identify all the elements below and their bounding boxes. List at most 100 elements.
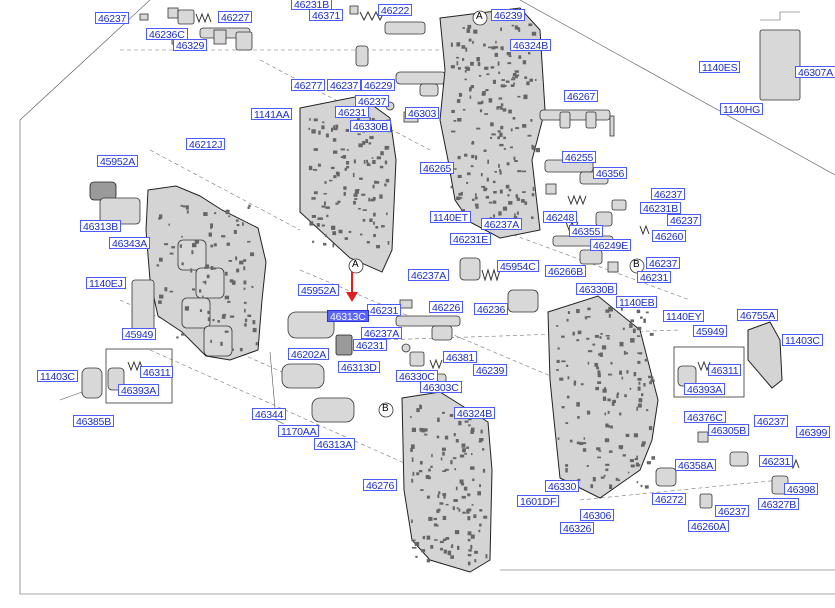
part-label[interactable]: 46327B [758, 498, 800, 511]
part-label[interactable]: 46344 [252, 408, 287, 421]
parts-right [655, 11, 801, 509]
part-label[interactable]: 11403C [37, 370, 78, 383]
part-label[interactable]: 46231 [637, 271, 672, 284]
part-label[interactable]: 11403C [782, 334, 823, 347]
part-label[interactable]: 46306 [580, 509, 615, 522]
part-label[interactable]: 46305B [708, 424, 750, 437]
part-label[interactable]: 46266B [545, 265, 587, 278]
part-label[interactable]: 46229 [361, 79, 396, 92]
part-label[interactable]: 46355 [569, 225, 604, 238]
callout-letter-b-right: B [633, 259, 640, 270]
valve-body-upper [439, 7, 546, 239]
separator-plate-upper [299, 95, 397, 273]
part-label[interactable]: 46212J [186, 138, 226, 151]
part-label[interactable]: 46248 [543, 211, 578, 224]
part-label[interactable]: 46267 [564, 90, 599, 103]
part-label[interactable]: 46326 [560, 522, 595, 535]
part-label[interactable]: 46311 [140, 366, 174, 379]
part-label[interactable]: 46276 [363, 479, 398, 492]
part-label[interactable]: 45949 [693, 325, 728, 338]
part-label[interactable]: 46358A [675, 459, 717, 472]
part-label[interactable]: 46226 [429, 301, 464, 314]
part-label[interactable]: 45952A [298, 284, 340, 297]
part-label[interactable]: 46303C [420, 381, 462, 394]
red-arrow-icon [346, 272, 358, 302]
part-label[interactable]: 46324B [510, 39, 552, 52]
part-label[interactable]: 46231 [759, 455, 794, 468]
part-label[interactable]: 1170AA [278, 425, 320, 438]
part-label[interactable]: 46239 [473, 364, 508, 377]
part-label[interactable]: 46277 [291, 79, 326, 92]
part-label[interactable]: 46303 [405, 107, 440, 120]
part-label-highlighted[interactable]: 46313C [327, 310, 369, 323]
part-label[interactable]: 46330B [576, 283, 618, 296]
part-label[interactable]: 46393A [118, 384, 160, 397]
part-label[interactable]: 46755A [737, 309, 779, 322]
part-label[interactable]: 46399 [796, 426, 831, 439]
part-label[interactable]: 46237 [355, 95, 390, 108]
part-label[interactable]: 46239 [491, 9, 526, 22]
part-label[interactable]: 46324B [454, 407, 496, 420]
part-label[interactable]: 46330C [396, 370, 438, 383]
part-label[interactable]: 1601DF [517, 495, 560, 508]
part-label[interactable]: 1140ET [430, 211, 471, 224]
part-label[interactable]: 46231 [367, 304, 402, 317]
part-label[interactable]: 46313B [80, 220, 122, 233]
part-label[interactable]: 46385B [73, 415, 115, 428]
part-label[interactable]: 1140HG [720, 103, 764, 116]
part-label[interactable]: 46237 [651, 188, 686, 201]
part-label[interactable]: 46381 [443, 351, 478, 364]
part-label[interactable]: 46237A [361, 327, 403, 340]
valve-body-lower [547, 295, 659, 499]
part-label[interactable]: 46398 [784, 483, 819, 496]
part-label[interactable]: 46272 [652, 493, 687, 506]
part-label[interactable]: 46237 [646, 257, 681, 270]
part-label[interactable]: 46371 [309, 9, 344, 22]
part-label[interactable]: 1140EJ [86, 277, 126, 290]
part-label[interactable]: 46237 [667, 214, 702, 227]
part-label[interactable]: 46231E [450, 233, 492, 246]
part-label[interactable]: 46236 [474, 303, 509, 316]
part-label[interactable]: 46249E [590, 239, 632, 252]
part-label[interactable]: 46202A [288, 348, 330, 361]
part-label[interactable]: 1140EY [663, 310, 705, 323]
part-label[interactable]: 46329 [173, 39, 208, 52]
part-label[interactable]: 46237A [408, 269, 450, 282]
part-label[interactable]: 46313D [338, 361, 380, 374]
part-label[interactable]: 46307A [795, 66, 835, 79]
part-label[interactable]: 46311 [708, 364, 742, 377]
part-label[interactable]: 46376C [684, 411, 726, 424]
part-label[interactable]: 46222 [378, 4, 413, 17]
part-label[interactable]: 46231 [353, 339, 388, 352]
part-label[interactable]: 46260 [652, 230, 687, 243]
part-label[interactable]: 1140EB [616, 296, 658, 309]
part-label[interactable]: 46237 [754, 415, 789, 428]
part-label[interactable]: 1141AA [251, 108, 293, 121]
part-label[interactable]: 46330 [545, 480, 580, 493]
part-label[interactable]: 46265 [420, 162, 455, 175]
solenoid-stack-middle [269, 311, 355, 425]
part-label[interactable]: 45954C [497, 260, 539, 273]
part-label[interactable]: 46237A [481, 218, 523, 231]
part-label[interactable]: 46356 [593, 167, 628, 180]
part-label[interactable]: 46236C [146, 28, 188, 41]
part-label[interactable]: 1140ES [699, 61, 741, 74]
solenoid-block-left [89, 181, 267, 361]
part-label[interactable]: 45952A [97, 155, 139, 168]
callout-letter-a-top: A [476, 11, 483, 22]
part-label[interactable]: 46330B [350, 120, 392, 133]
part-label[interactable]: 45949 [122, 328, 157, 341]
part-label[interactable]: 46237 [95, 12, 130, 25]
part-label[interactable]: 46343A [109, 237, 151, 250]
part-label[interactable]: 46313A [314, 438, 356, 451]
part-label[interactable]: 46393A [684, 383, 726, 396]
part-label[interactable]: 46237 [715, 505, 750, 518]
part-label[interactable]: 46231 [335, 106, 370, 119]
part-label[interactable]: 46231B [640, 202, 682, 215]
part-label[interactable]: 46227 [218, 11, 253, 24]
part-label[interactable]: 46255 [562, 151, 597, 164]
part-label[interactable]: 46260A [688, 520, 730, 533]
part-label[interactable]: 46237 [327, 79, 362, 92]
spool-valves-upper-right [539, 109, 650, 273]
